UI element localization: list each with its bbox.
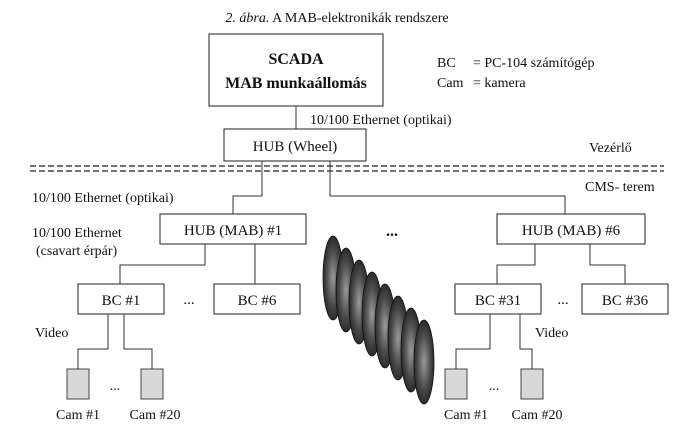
camera-icon xyxy=(66,368,90,400)
figure-title: A MAB-elektronikák rendszere xyxy=(272,11,449,26)
scada-label: SCADA xyxy=(268,51,324,68)
hub-mab-1-label: HUB (MAB) #1 xyxy=(184,223,282,239)
disk-stack-icon xyxy=(322,235,435,405)
legend-cam-key: Cam xyxy=(437,76,464,91)
zone-cms-hall-label: CMS- terem xyxy=(585,180,655,195)
bc-36-box xyxy=(581,283,669,315)
legend-bc-value: = PC-104 számítógép xyxy=(473,56,594,71)
bc1-to-cam20-link xyxy=(123,314,153,369)
hub-mab-6-box xyxy=(496,213,646,245)
scada-workstation-label: MAB munkaállomás xyxy=(225,75,367,92)
bc-6-label: BC #6 xyxy=(238,293,277,309)
cam-right-first-label: Cam #1 xyxy=(444,408,488,423)
camera-icon xyxy=(140,368,164,400)
video-left-label: Video xyxy=(35,326,68,341)
hub-wheel-label: HUB (Wheel) xyxy=(253,139,338,155)
ethernet-twisted-sub-label: (csavart érpár) xyxy=(36,244,118,259)
video-right-label: Video xyxy=(535,326,568,341)
wheel-to-hub6-link xyxy=(329,161,566,214)
bc31-to-cam20-link xyxy=(519,314,533,369)
bc-6-box xyxy=(213,283,301,315)
cam-left-first-label: Cam #1 xyxy=(56,408,100,423)
ethernet-twisted-label: 10/100 Ethernet xyxy=(32,226,122,241)
wheel-to-hub1-link xyxy=(232,161,263,214)
figure-caption: 2. ábra. A MAB-elektronikák rendszere xyxy=(225,11,448,26)
hub6-to-bc36-link xyxy=(589,244,626,284)
ethernet-optical-top-label: 10/100 Ethernet (optikai) xyxy=(310,113,452,128)
hub-mab-6-label: HUB (MAB) #6 xyxy=(522,223,621,239)
bc-1-box xyxy=(77,283,165,315)
camera-icon xyxy=(520,368,544,400)
cams-right-ellipsis: ... xyxy=(489,379,500,394)
bc-right-ellipsis: ... xyxy=(557,292,568,308)
cam-left-last-label: Cam #20 xyxy=(130,408,181,423)
bc31-to-cam1-link xyxy=(455,314,491,369)
hub1-to-bc1-link xyxy=(119,244,206,284)
disk-icon xyxy=(413,319,435,405)
cams-left-ellipsis: ... xyxy=(110,379,121,394)
hub6-to-bc31-link xyxy=(496,244,536,284)
bc-left-ellipsis: ... xyxy=(183,292,194,308)
hub-mab-1-box xyxy=(159,213,307,245)
zone-control-room-label: Vezérlő xyxy=(589,141,632,156)
bc-31-label: BC #31 xyxy=(475,293,521,309)
camera-icon xyxy=(444,368,468,400)
hub-ellipsis: ... xyxy=(386,223,398,240)
legend-bc-key: BC xyxy=(437,56,456,71)
bc-1-label: BC #1 xyxy=(102,293,141,309)
bc-31-box xyxy=(454,283,542,315)
figure-number: 2. ábra. xyxy=(225,11,269,26)
hub-wheel-box xyxy=(223,128,367,162)
bc-36-label: BC #36 xyxy=(602,293,649,309)
cam-right-last-label: Cam #20 xyxy=(512,408,563,423)
bc1-to-cam1-link xyxy=(77,314,109,369)
legend-cam-value: = kamera xyxy=(473,76,526,91)
scada-box xyxy=(208,33,384,107)
ethernet-optical-left-label: 10/100 Ethernet (optikai) xyxy=(32,191,174,206)
